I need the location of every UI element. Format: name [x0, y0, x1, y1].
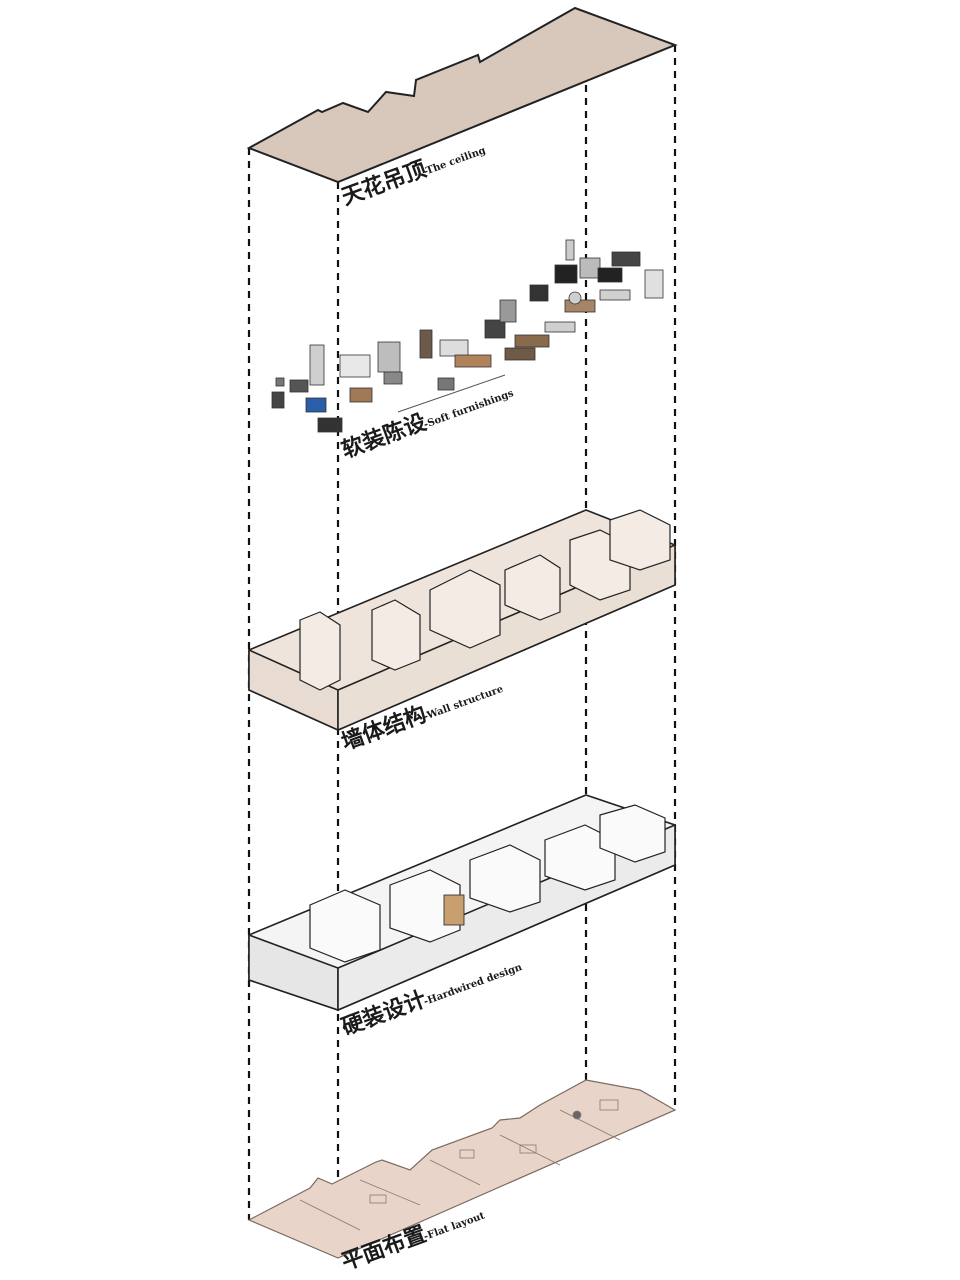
- wood-panel: [443, 894, 465, 926]
- furniture-cluster-left: [271, 341, 403, 433]
- plan-details: [299, 1099, 621, 1231]
- hard-partitions: [309, 804, 666, 963]
- flat-layout-layer: 平面布置 -Flat layout: [247, 1079, 677, 1276]
- furniture-cluster-right: [554, 239, 664, 313]
- wall-partitions: [299, 509, 671, 691]
- hardwired-design-layer: 硬装设计 -Hardwired design: [248, 794, 676, 1041]
- wall-structure-layer: 墙体结构 -Wall structure: [248, 509, 676, 756]
- ceiling-slab: [246, 6, 678, 184]
- soft-label-rule: [397, 374, 506, 413]
- hard-label-en: -Hardwired design: [422, 962, 524, 1008]
- ceiling-label-en: -The ceiling: [422, 145, 487, 178]
- plan-floor: [247, 1079, 677, 1259]
- furniture-cluster-middle: [419, 284, 576, 391]
- soft-furnishings-layer: 软装陈设 -Soft furnishings: [271, 239, 664, 464]
- wall-label-en: -Wall structure: [422, 684, 505, 723]
- soft-label-zh: 软装陈设: [338, 409, 430, 464]
- soft-label-en: -Soft furnishings: [422, 388, 515, 431]
- ceiling-layer: 天花吊顶 -The ceiling: [246, 6, 678, 211]
